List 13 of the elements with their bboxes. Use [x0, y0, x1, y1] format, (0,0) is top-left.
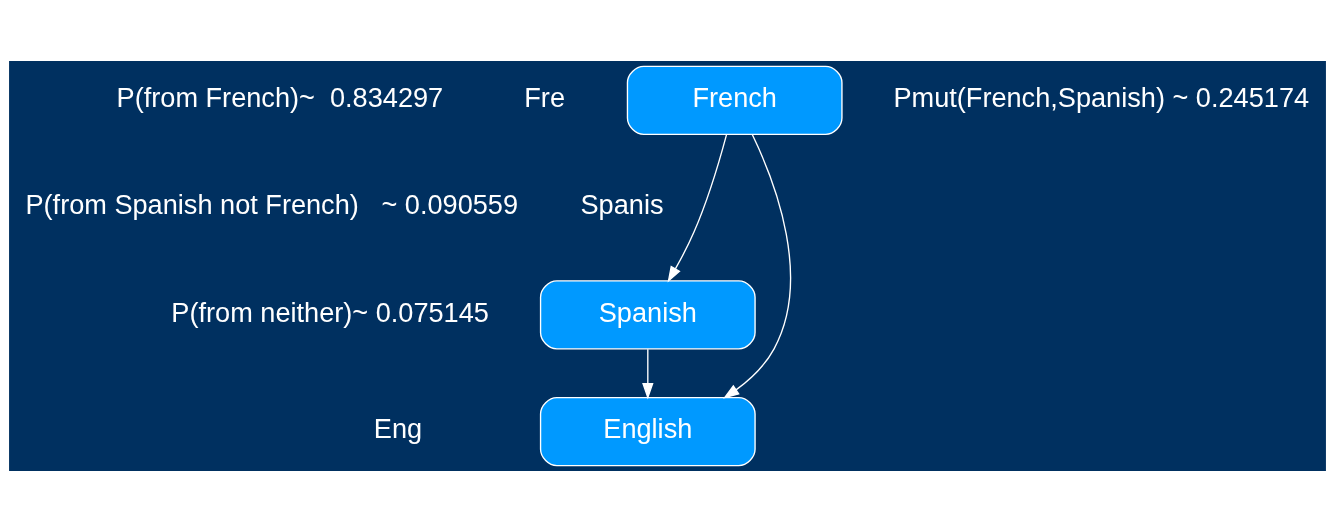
node-box: English	[539, 396, 756, 466]
label: Spanis	[580, 188, 664, 220]
node-box: French	[626, 65, 843, 135]
arrow	[723, 133, 792, 399]
label: P(from French)~ 0.834297	[116, 81, 444, 113]
label: Fre	[524, 81, 565, 113]
label: P(from Spanish not French) ~ 0.090559	[25, 188, 519, 220]
node-box: Spanish	[539, 279, 756, 349]
label: P(from neither)~ 0.075145	[171, 296, 489, 328]
arrow	[642, 348, 654, 399]
label: Eng	[373, 412, 423, 444]
label: Pmut(French,Spanish) ~ 0.245174	[893, 81, 1310, 113]
arrow	[667, 133, 728, 282]
